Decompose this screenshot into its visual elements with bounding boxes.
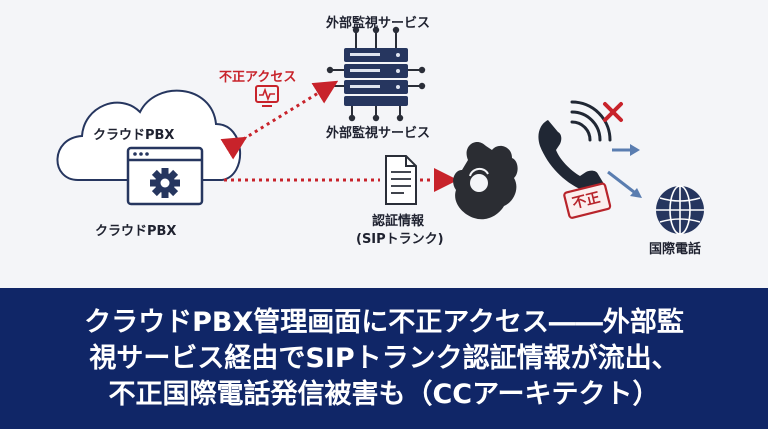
headline-line-1: クラウドPBX管理画面に不正アクセス――外部監 xyxy=(84,306,684,338)
globe-icon xyxy=(656,185,704,235)
outgoing-call-arrows xyxy=(607,144,642,198)
cross-mark-icon xyxy=(603,102,623,122)
unauthorized-access-label: 不正アクセス xyxy=(219,70,297,85)
grabbing-hand-icon xyxy=(453,141,518,220)
gear-icon xyxy=(150,168,180,198)
diagram-area: 外部監視サービス 不正アクセス 外部監視サービス クラウドPBX クラウドPBX… xyxy=(56,16,704,257)
cloud-inner-label: クラウドPBX xyxy=(93,128,175,143)
server-rack-icon xyxy=(326,26,426,122)
alert-monitor-icon xyxy=(255,85,279,107)
document-icon xyxy=(385,155,417,205)
service-label: 外部監視サービス xyxy=(326,126,431,141)
diagram-graphics xyxy=(56,26,704,235)
unauthorized-access-arrow xyxy=(220,80,339,160)
cloud-caption: クラウドPBX xyxy=(95,224,177,239)
phone-icon xyxy=(538,100,612,192)
credentials-label-line2: (SIPトランク) xyxy=(356,232,444,247)
headline-text: クラウドPBX管理画面に不正アクセス――外部監 視サービス経由でSIPトランク認… xyxy=(68,305,700,413)
headline-banner: クラウドPBX管理画面に不正アクセス――外部監 視サービス経由でSIPトランク認… xyxy=(0,288,768,429)
credentials-label-line1: 認証情報 xyxy=(372,214,425,229)
headline-line-2: 視サービス経由でSIPトランク認証情報が流出、 xyxy=(89,342,679,374)
stamp-icon xyxy=(563,182,612,219)
intl-call-label: 国際電話 xyxy=(649,242,702,257)
top-service-label: 外部監視サービス xyxy=(326,16,431,31)
headline-line-3: 不正国際電話発信被害も（CCアーキテクト） xyxy=(108,378,660,410)
